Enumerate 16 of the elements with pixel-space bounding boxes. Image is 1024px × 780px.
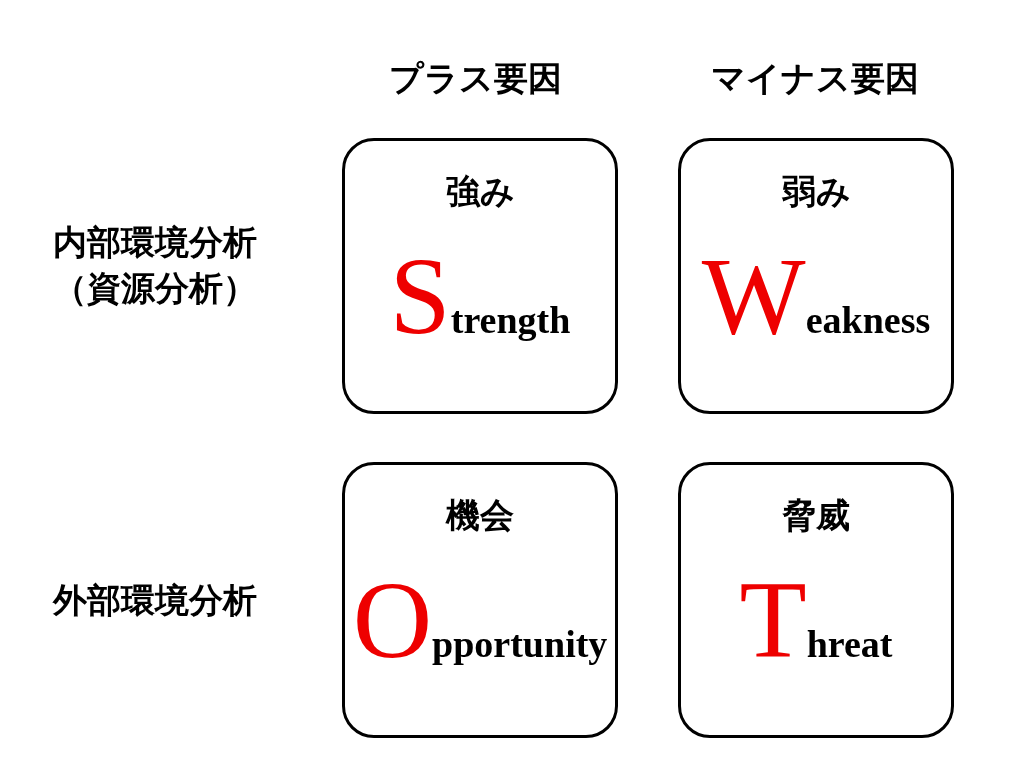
swot-word: Opportunity bbox=[352, 558, 608, 683]
rounded-box bbox=[678, 462, 954, 738]
column-header: マイナス要因 bbox=[710, 59, 920, 99]
swot-word: Threat bbox=[739, 558, 893, 683]
row-header: 内部環境分析（資源分析） bbox=[52, 223, 258, 309]
rounded-box bbox=[678, 138, 954, 414]
box-heading: 脅威 bbox=[782, 496, 850, 536]
rounded-box bbox=[342, 138, 618, 414]
box-heading: 弱み bbox=[781, 172, 851, 212]
rounded-box bbox=[342, 462, 618, 738]
row-header: 外部環境分析 bbox=[51, 581, 258, 621]
box-heading: 機会 bbox=[446, 496, 514, 536]
box-heading: 強み bbox=[445, 172, 515, 212]
swot-word: Strength bbox=[389, 234, 571, 359]
column-header: プラス要因 bbox=[387, 59, 563, 99]
swot-word: Weakness bbox=[701, 234, 931, 359]
